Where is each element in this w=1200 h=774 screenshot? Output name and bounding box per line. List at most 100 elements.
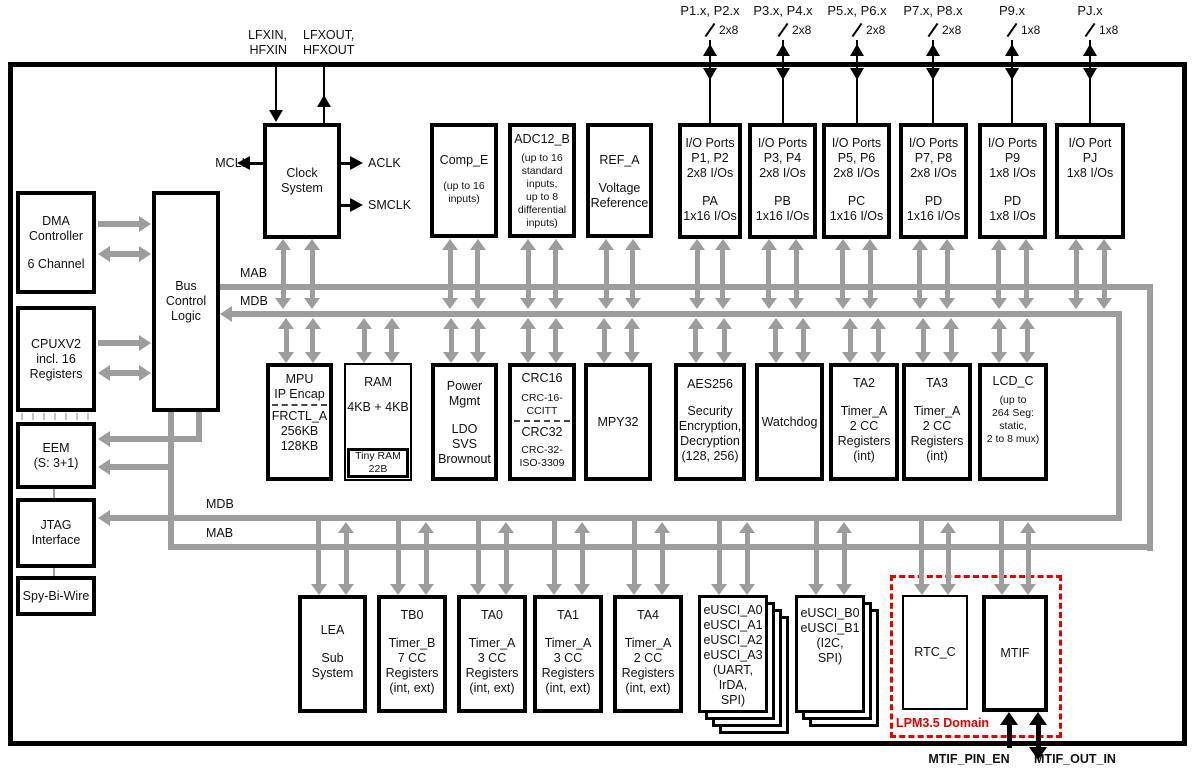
lcd-bus-connector-2-down-arrowhead-icon bbox=[1019, 352, 1035, 363]
tb0-label-line: TB0 bbox=[400, 608, 424, 622]
lcd-label-line: static, bbox=[999, 420, 1027, 432]
lea-bus-connector-2-shaft bbox=[343, 531, 349, 586]
ta0-bus-connector-1-down-arrowhead-icon bbox=[470, 584, 486, 595]
cpu-eem-tick bbox=[21, 413, 23, 420]
mclk-line bbox=[249, 162, 263, 165]
io2-label-line: I/O Ports bbox=[757, 136, 808, 150]
adc-label-line: ADC12_B bbox=[514, 132, 570, 146]
busctl-label-line: Bus bbox=[175, 279, 197, 293]
clock-bus-connector-1-down-arrowhead-icon bbox=[275, 298, 291, 309]
euscia-label-line: IrDA, bbox=[718, 678, 748, 692]
ta1-label-line: Registers bbox=[541, 666, 595, 680]
clock-bus-connector-2-shaft bbox=[309, 248, 315, 300]
mdb-lower-label: MDB bbox=[206, 497, 234, 511]
wdt-bus-connector-2-shaft bbox=[800, 327, 806, 354]
aes-label-line: Decryption bbox=[680, 434, 740, 448]
mclk-arrowhead-icon bbox=[237, 156, 250, 170]
pin-bus-slash-icon bbox=[851, 22, 863, 38]
lcd-bus-connector-1-up-arrowhead-icon bbox=[991, 318, 1007, 329]
cpu-bus-bidir-arrow-left-arrowhead-icon bbox=[98, 365, 110, 381]
tb0-label-line: Timer_B bbox=[388, 636, 436, 650]
io1-label-line: I/O Ports bbox=[685, 136, 735, 150]
block-mpy: MPY32 bbox=[584, 363, 652, 481]
lpm35-domain-label: LPM3.5 Domain bbox=[896, 716, 990, 730]
lcd-bus-connector-1-down-arrowhead-icon bbox=[991, 352, 1007, 363]
io2-bus-connector-1-shaft bbox=[766, 248, 772, 300]
ta1-bus-connector-1-shaft bbox=[551, 521, 557, 586]
cpu-label-line: Registers bbox=[29, 366, 83, 381]
lcd-label-line: (up to bbox=[999, 394, 1027, 406]
adc-bus-connector-2-shaft bbox=[553, 248, 559, 300]
ta1-label-line: Timer_A bbox=[544, 636, 592, 650]
pin-line-1 bbox=[782, 40, 784, 123]
cpu-to-bus-arrow-right-arrowhead-icon bbox=[139, 335, 151, 351]
pin-line-0 bbox=[709, 40, 711, 123]
euscib-label-line: (I2C, bbox=[816, 636, 844, 650]
io5-label-line: 1x8 I/Os bbox=[989, 166, 1036, 180]
euscia-label-line: eUSCI_A2 bbox=[703, 633, 763, 647]
pin-group-label: P9.x bbox=[998, 3, 1025, 18]
lea-label-line: System bbox=[311, 666, 354, 680]
mtif-bus-connector-1-down-arrowhead-icon bbox=[993, 584, 1010, 595]
euscia-label-line: eUSCI_A3 bbox=[703, 648, 763, 662]
ta3-bus-connector-2-down-arrowhead-icon bbox=[943, 352, 959, 363]
wdt-bus-connector-1-shaft bbox=[773, 327, 779, 354]
mtif-out-in-label: MTIF_OUT_IN bbox=[1034, 752, 1116, 766]
io6-label-line: 1x8 I/Os bbox=[1066, 166, 1114, 180]
tb0-bus-connector-2-up-arrowhead-icon bbox=[418, 522, 434, 533]
clock-bus-connector-1-shaft bbox=[280, 248, 286, 300]
mpy-bus-connector-1-shaft bbox=[601, 327, 607, 354]
block-mtif: MTIF bbox=[982, 595, 1048, 712]
pin-bus-slash-icon bbox=[704, 22, 716, 38]
io5-bus-connector-1-up-arrowhead-icon bbox=[990, 239, 1007, 250]
ta3-label-line: TA3 bbox=[926, 376, 948, 390]
ta2-label-line: Registers bbox=[837, 434, 891, 448]
ram-bus-connector-1-down-arrowhead-icon bbox=[356, 352, 373, 363]
pwr-label-line: SVS bbox=[451, 437, 477, 451]
io1-bus-connector-1-down-arrowhead-icon bbox=[689, 298, 706, 309]
mab-right-vertical bbox=[1147, 284, 1153, 551]
mtif-pin-en-line bbox=[1007, 723, 1012, 748]
ram-label-line: RAM bbox=[364, 375, 392, 389]
ref-label-line: Reference bbox=[590, 196, 649, 210]
dma-to-bus-arrow-right-arrowhead-icon bbox=[139, 216, 151, 232]
io2-label-line: PB bbox=[774, 194, 791, 208]
ta4-bus-connector-2-up-arrowhead-icon bbox=[654, 522, 670, 533]
pwr-label-line: Power bbox=[446, 379, 483, 393]
busctl-label-line: Logic bbox=[171, 309, 201, 323]
io2-bus-connector-2-up-arrowhead-icon bbox=[788, 239, 805, 250]
tb0-bus-connector-1-down-arrowhead-icon bbox=[390, 584, 406, 595]
ram-bus-connector-2-down-arrowhead-icon bbox=[383, 352, 400, 363]
ta3-bus-connector-1-up-arrowhead-icon bbox=[915, 318, 931, 329]
euscia-label-line: eUSCI_A0 bbox=[703, 603, 763, 617]
cpu-to-bus-arrow-shaft bbox=[98, 340, 141, 346]
pwr-bus-connector-1-down-arrowhead-icon bbox=[443, 352, 460, 363]
io4-label-line: I/O Ports bbox=[908, 136, 959, 150]
jtag-label-line: JTAG bbox=[40, 518, 72, 532]
mtif-pin-en-up-arrowhead-icon bbox=[1000, 712, 1018, 725]
comp-label-line: Comp_E bbox=[439, 153, 489, 167]
mtif-bus-connector-2-down-arrowhead-icon bbox=[1020, 584, 1037, 595]
euscib-bus-connector-2-up-arrowhead-icon bbox=[836, 522, 852, 533]
euscib-label-line: eUSCI_B1 bbox=[800, 621, 860, 635]
io1-bus-connector-1-shaft bbox=[694, 248, 700, 300]
aclk-arrowhead-icon bbox=[350, 156, 363, 170]
ref-bus-connector-1-shaft bbox=[603, 248, 609, 300]
ta0-label-line: Timer_A bbox=[468, 636, 516, 650]
clock-label-line: Clock bbox=[286, 166, 318, 180]
adc-bus-connector-2-down-arrowhead-icon bbox=[547, 298, 564, 309]
pin-bus-slash-icon bbox=[1006, 22, 1018, 38]
mpy-bus-connector-1-up-arrowhead-icon bbox=[596, 318, 613, 329]
pwr-label-line: Brownout bbox=[438, 452, 491, 466]
aes-bus-connector-1-down-arrowhead-icon bbox=[687, 352, 704, 363]
eem-label-line: EEM bbox=[42, 440, 70, 455]
ta4-bus-connector-2-down-arrowhead-icon bbox=[654, 584, 670, 595]
